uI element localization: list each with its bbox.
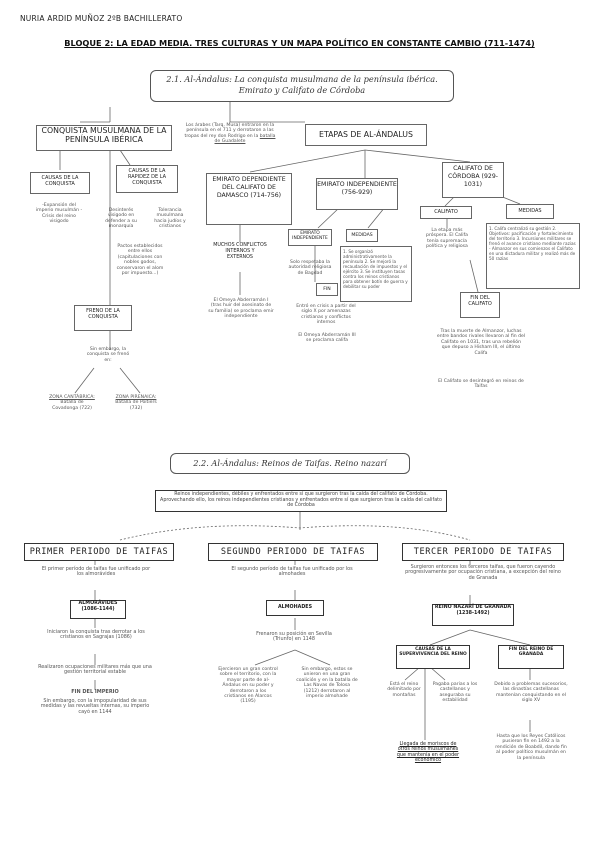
freno-box: FRENO DE LA CONQUISTA <box>74 305 132 331</box>
section-1-title-line2: Emirato y Califato de Córdoba <box>238 85 366 95</box>
fin-granada-box: FIN DEL REINO DE GRANADA <box>498 645 564 669</box>
fin-granada-text-1: Debido a problemas sucesorios, las dinas… <box>494 682 568 704</box>
fin-granada-text-2: Hasta que los Reyes Católicos pusieron f… <box>495 734 567 761</box>
almohades-box: ALMOHADES <box>266 600 324 616</box>
fin-califato-text-2: El Califato se desintegró en reinos de T… <box>438 379 524 390</box>
fin-califato-box: FIN DEL CALIFATO <box>460 292 500 318</box>
omeya-1-text: El Omeya Abderramán I (tras huir del ase… <box>208 298 274 320</box>
almohades-text-1: Ejercieron un gran control sobre el terr… <box>218 667 278 705</box>
almohades-text-2: Sin embargo, estos se unieron en una gra… <box>296 667 358 700</box>
rapidez-text-3: Pactos establecidos entre ellos (capitul… <box>116 244 164 277</box>
periodo-1-box: PRIMER PERIODO DE TAIFAS <box>24 543 174 561</box>
zona-pirenaica-text: Batalla de Poitiers (732) <box>115 400 157 411</box>
ei-text: Solo respetaba la autoridad religiosa de… <box>288 260 332 276</box>
periodo-2-box: SEGUNDO PERIODO DE TAIFAS <box>208 543 378 561</box>
supervivencia-text-1: Está el reino delimitado por montañas <box>387 682 421 698</box>
zona-cantabrica: ZONA CANTÁBRICA: Batalla de Covadonga (7… <box>48 395 96 411</box>
fin-box: FIN <box>316 283 338 296</box>
etapas-box: ETAPAS DE AL-ÁNDALUS <box>305 124 427 146</box>
califato-text: La etapa más próspera. El Califa tenía s… <box>426 228 468 250</box>
periodo-1-text: El primer período de taifas fue unificad… <box>41 566 151 578</box>
medidas-2-text: 1. Califa centralizó su gestión 2. Objet… <box>486 223 580 289</box>
omeya-3-text: El Omeya Abderramán III se proclama cali… <box>298 333 356 344</box>
fin-text: Entró en crisis a partir del siglo X por… <box>296 304 356 326</box>
nazari-box: REINO NAZARÍ DE GRANADA (1238-1492) <box>432 604 514 626</box>
conquista-intro-a: Los árabes (Tarq, Musa) entraron en la p… <box>184 123 275 139</box>
zona-pirenaica-title: ZONA PIRENAICA: <box>115 395 157 400</box>
section-1-title: 2.1. Al-Ándalus: La conquista musulmana … <box>150 70 454 102</box>
periodo-3-text: Surgieron entonces los terceros taifas, … <box>405 564 561 581</box>
almoravides-text-1: Iniciaron la conquista tras derrotar a l… <box>47 629 145 641</box>
conquista-box: CONQUISTA MUSULMANA DE LA PENÍNSULA IBÉR… <box>36 125 172 151</box>
causas-supervivencia-box: CAUSAS DE LA SUPERVIVENCIA DEL REINO <box>396 645 470 669</box>
ei-box: EMIRATO INDEPENDIENTE <box>288 229 332 246</box>
fin-imperio-title: FIN DEL IMPERIO <box>71 689 119 695</box>
supervivencia-text-3: Llegada de moriscos de otros reinos musu… <box>396 742 460 764</box>
zona-cantabrica-title: ZONA CANTÁBRICA: <box>49 395 95 400</box>
medidas-text: 1. Se organizó administrativamente la pe… <box>340 246 412 302</box>
medidas-2-box: MEDIDAS <box>506 204 554 219</box>
almohades-text: Frenaron su posición en Sevilla (Triunfo… <box>256 631 332 643</box>
fin-imperio-text: Sin embargo, con la impopularidad de sus… <box>40 698 150 715</box>
section-2-title-text: 2.2. Al-Ándalus: Reinos de Taifas. Reino… <box>193 458 387 468</box>
rapidez-text-2: Tolerancia musulmana hacia judíos y cris… <box>154 208 186 230</box>
periodo-3-box: TERCER PERIODO DE TAIFAS <box>402 543 564 561</box>
section-1-title-line1: 2.1. Al-Ándalus: La conquista musulmana … <box>166 74 438 84</box>
causas-box: CAUSAS DE LA CONQUISTA <box>30 172 90 194</box>
taifas-definition: Reinos independientes, débiles y enfrent… <box>155 490 447 512</box>
freno-text: Sin embargo, la conquista se frenó en: <box>86 347 130 363</box>
conquista-intro-b: batalla de Guadalete <box>214 133 276 145</box>
medidas-box: MEDIDAS <box>346 229 378 242</box>
rapidez-text-1: Desinterés visigodo en defender a su mon… <box>105 208 137 230</box>
supervivencia-text-2: Pagaba parias a los castellanos y asegur… <box>432 682 478 704</box>
rapidez-box: CAUSAS DE LA RAPIDEZ DE LA CONQUISTA <box>116 165 178 193</box>
conquista-intro: Los árabes (Tarq, Musa) entraron en la p… <box>182 123 278 145</box>
causas-text: -Expansión del imperio musulmán -Crisis … <box>35 203 83 225</box>
califato-cordoba-box: CALIFATO DE CÓRDOBA (929-1031) <box>442 162 504 198</box>
page-title: BLOQUE 2: LA EDAD MEDIA. TRES CULTURAS Y… <box>64 38 535 48</box>
author-header: NURIA ARDID MUÑOZ 2ºB BACHILLERATO <box>20 14 183 23</box>
periodo-2-text: El segundo período de taifas fue unifica… <box>231 566 353 578</box>
zona-pirenaica: ZONA PIRENAICA: Batalla de Poitiers (732… <box>112 395 160 411</box>
emirato-independiente-box: EMIRATO INDEPENDIENTE (756-929) <box>316 178 398 210</box>
section-2-title: 2.2. Al-Ándalus: Reinos de Taifas. Reino… <box>170 453 410 474</box>
fin-califato-text: Tras la muerte de Almanzor, luchas entre… <box>436 329 526 356</box>
zona-cantabrica-text: Batalla de Covadonga (722) <box>52 400 92 411</box>
almoravides-box: ALMORÁVIDES (1086-1144) <box>70 600 126 619</box>
conflictos-box: MUCHOS CONFLICTOS INTERNOS Y EXTERNOS <box>212 242 268 271</box>
califato-box: CALIFATO <box>420 206 472 219</box>
almoravides-text-2: Realizaron ocupaciones militares más que… <box>38 664 152 676</box>
emirato-dependiente-box: EMIRATO DEPENDIENTE DEL CALIFATO DE DAMA… <box>206 173 292 225</box>
